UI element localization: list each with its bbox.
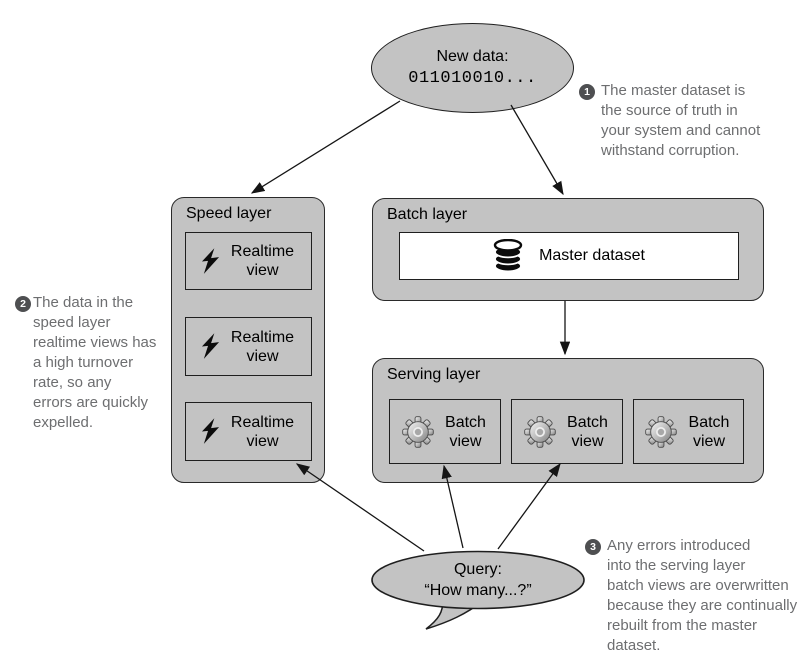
annotation-2-line: expelled.	[33, 414, 94, 431]
annotation-3-line: dataset.	[607, 637, 661, 654]
arrow-newdata-to-batch-layer	[510, 104, 564, 196]
annotation-2-line: The data in the	[33, 294, 134, 311]
new-data-ellipse: New data: 011010010...	[371, 23, 574, 113]
query-line: “How many...?”	[424, 582, 532, 599]
batch-view-box: Batch view	[511, 399, 623, 464]
gear-icon	[524, 416, 556, 448]
annotation-1-line: The master dataset is	[601, 82, 746, 99]
annotation-2-line: errors are quickly	[33, 394, 149, 411]
annotation-2-line: speed layer	[33, 314, 111, 331]
annotation-3-line: batch views are overwritten	[607, 577, 789, 594]
speed-layer: Speed layer Realtime view Realtime view …	[171, 197, 325, 483]
master-dataset-box: Master dataset	[399, 232, 739, 280]
arrow-newdata-to-speed-layer	[250, 100, 401, 194]
annotation-2-line: a high turnover	[33, 354, 134, 371]
realtime-view-box: Realtime view	[185, 402, 312, 461]
master-dataset-label: Master dataset	[539, 247, 645, 264]
gear-icon	[402, 416, 434, 448]
annotation-1-line: your system and cannot	[601, 122, 761, 139]
annotation-3-line: because they are continually	[607, 597, 798, 614]
speed-layer-title: Speed layer	[186, 205, 272, 222]
lightning-icon	[201, 248, 220, 275]
annotation-3-line: into the serving layer	[607, 557, 746, 574]
annotation-1-line: the source of truth in	[601, 102, 738, 119]
annotation-3-line: rebuilt from the master	[607, 617, 758, 634]
realtime-view-box: Realtime view	[185, 232, 312, 290]
query-bubble	[371, 550, 585, 630]
speech-bubble-body	[371, 550, 585, 610]
annotation-2-line: rate, so any	[33, 374, 112, 391]
query-bubble-text: Query: “How many...?”	[378, 559, 578, 601]
annotation-2-badge: 2	[15, 296, 31, 312]
batch-layer: Batch layer Master dataset	[372, 198, 764, 301]
annotation-3-badge: 3	[585, 539, 601, 555]
annotation-2: The data in the speed layer realtime vie…	[33, 293, 178, 433]
realtime-view-box: Realtime view	[185, 317, 312, 376]
batch-view-box: Batch view	[389, 399, 501, 464]
batch-view-label: Batch view	[688, 413, 730, 450]
realtime-view-label: Realtime view	[230, 243, 295, 279]
annotation-1-badge: 1	[579, 84, 595, 100]
batch-view-label: Batch view	[445, 413, 486, 450]
lightning-icon	[201, 418, 220, 445]
annotation-3-line: Any errors introduced	[607, 537, 751, 554]
annotation-2-line: realtime views has	[33, 334, 157, 351]
annotation-3: Any errors introduced into the serving l…	[607, 536, 798, 656]
query-line: Query:	[453, 561, 502, 578]
new-data-bits: 011010010...	[408, 69, 537, 88]
new-data-label: New data:	[436, 48, 509, 65]
batch-view-box: Batch view	[633, 399, 744, 464]
serving-layer: Serving layer Batch view Batch view Batc…	[372, 358, 764, 483]
annotation-1: The master dataset is the source of trut…	[601, 81, 798, 161]
realtime-view-label: Realtime view	[230, 413, 295, 450]
batch-view-label: Batch view	[567, 413, 608, 450]
lightning-icon	[201, 333, 220, 360]
gear-icon	[645, 416, 677, 448]
realtime-view-label: Realtime view	[230, 328, 295, 365]
batch-layer-title: Batch layer	[387, 206, 468, 223]
serving-layer-title: Serving layer	[387, 366, 481, 383]
database-icon	[493, 239, 523, 273]
annotation-1-line: withstand corruption.	[601, 142, 740, 159]
